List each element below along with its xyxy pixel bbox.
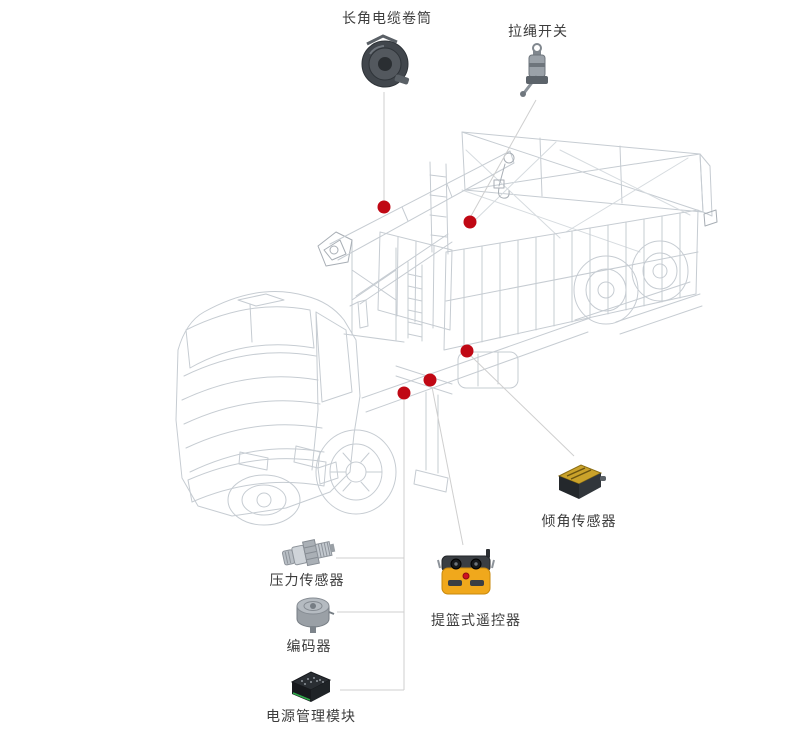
leader-line-remote-control	[431, 386, 464, 546]
pressure-sensor-image	[281, 539, 336, 567]
remote-control-image	[437, 549, 495, 595]
truck-outline	[175, 131, 718, 526]
encoder-label: 编码器	[286, 639, 332, 655]
leader-line-pull-switch	[470, 99, 537, 217]
marker-remote-control	[423, 373, 437, 387]
marker-pull-switch	[463, 215, 477, 229]
tilt-sensor-label: 倾角传感器	[541, 514, 617, 530]
marker-lower-group	[397, 386, 411, 400]
markers	[377, 200, 477, 400]
leader-lines	[336, 92, 575, 691]
cable-reel-label: 长角电缆卷筒	[342, 11, 432, 27]
encoder-image	[296, 597, 335, 633]
power-module-image	[290, 671, 332, 702]
marker-cable-reel	[377, 200, 391, 214]
marker-tilt-sensor	[460, 344, 474, 358]
cable-reel-image	[361, 34, 410, 88]
leader-line-tilt-sensor	[470, 355, 575, 457]
pull-switch-label: 拉绳开关	[508, 24, 568, 40]
remote-control-label: 提篮式遥控器	[431, 613, 521, 629]
power-module-label: 电源管理模块	[266, 709, 356, 725]
pressure-sensor-label: 压力传感器	[269, 573, 345, 589]
tilt-sensor-image	[557, 464, 606, 499]
pull-switch-image	[520, 43, 548, 97]
